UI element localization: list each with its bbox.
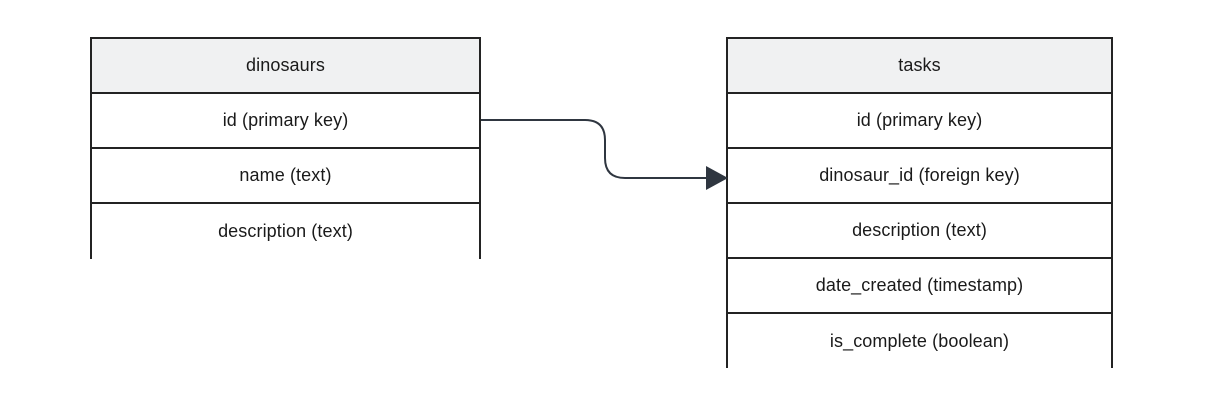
relationship-line-dinosaurs-to-tasks[interactable] bbox=[481, 119, 706, 179]
entity-field-row[interactable]: description (text) bbox=[92, 204, 479, 259]
entity-title-tasks: tasks bbox=[898, 54, 941, 75]
entity-field-row[interactable]: name (text) bbox=[92, 149, 479, 204]
entity-field-label: name (text) bbox=[239, 164, 332, 185]
entity-field-row[interactable]: id (primary key) bbox=[92, 94, 479, 149]
entity-field-row[interactable]: date_created (timestamp) bbox=[728, 259, 1111, 314]
entity-table-dinosaurs[interactable]: dinosaurs id (primary key) name (text) d… bbox=[90, 37, 481, 259]
entity-field-label: date_created (timestamp) bbox=[815, 274, 1024, 295]
arrowhead-icon bbox=[706, 166, 728, 190]
entity-field-label: is_complete (boolean) bbox=[829, 330, 1010, 351]
entity-title-dinosaurs: dinosaurs bbox=[246, 54, 325, 75]
entity-field-row[interactable]: description (text) bbox=[728, 204, 1111, 259]
entity-field-row[interactable]: dinosaur_id (foreign key) bbox=[728, 149, 1111, 204]
entity-field-row[interactable]: id (primary key) bbox=[728, 94, 1111, 149]
entity-header-dinosaurs[interactable]: dinosaurs bbox=[92, 39, 479, 94]
entity-field-label: description (text) bbox=[852, 219, 987, 240]
entity-field-label: id (primary key) bbox=[222, 109, 349, 130]
entity-table-tasks[interactable]: tasks id (primary key) dinosaur_id (fore… bbox=[726, 37, 1113, 369]
entity-field-label: dinosaur_id (foreign key) bbox=[819, 164, 1020, 185]
entity-field-label: id (primary key) bbox=[856, 109, 983, 130]
entity-header-tasks[interactable]: tasks bbox=[728, 39, 1111, 94]
entity-field-label: description (text) bbox=[218, 220, 353, 241]
entity-field-row[interactable]: is_complete (boolean) bbox=[728, 314, 1111, 369]
